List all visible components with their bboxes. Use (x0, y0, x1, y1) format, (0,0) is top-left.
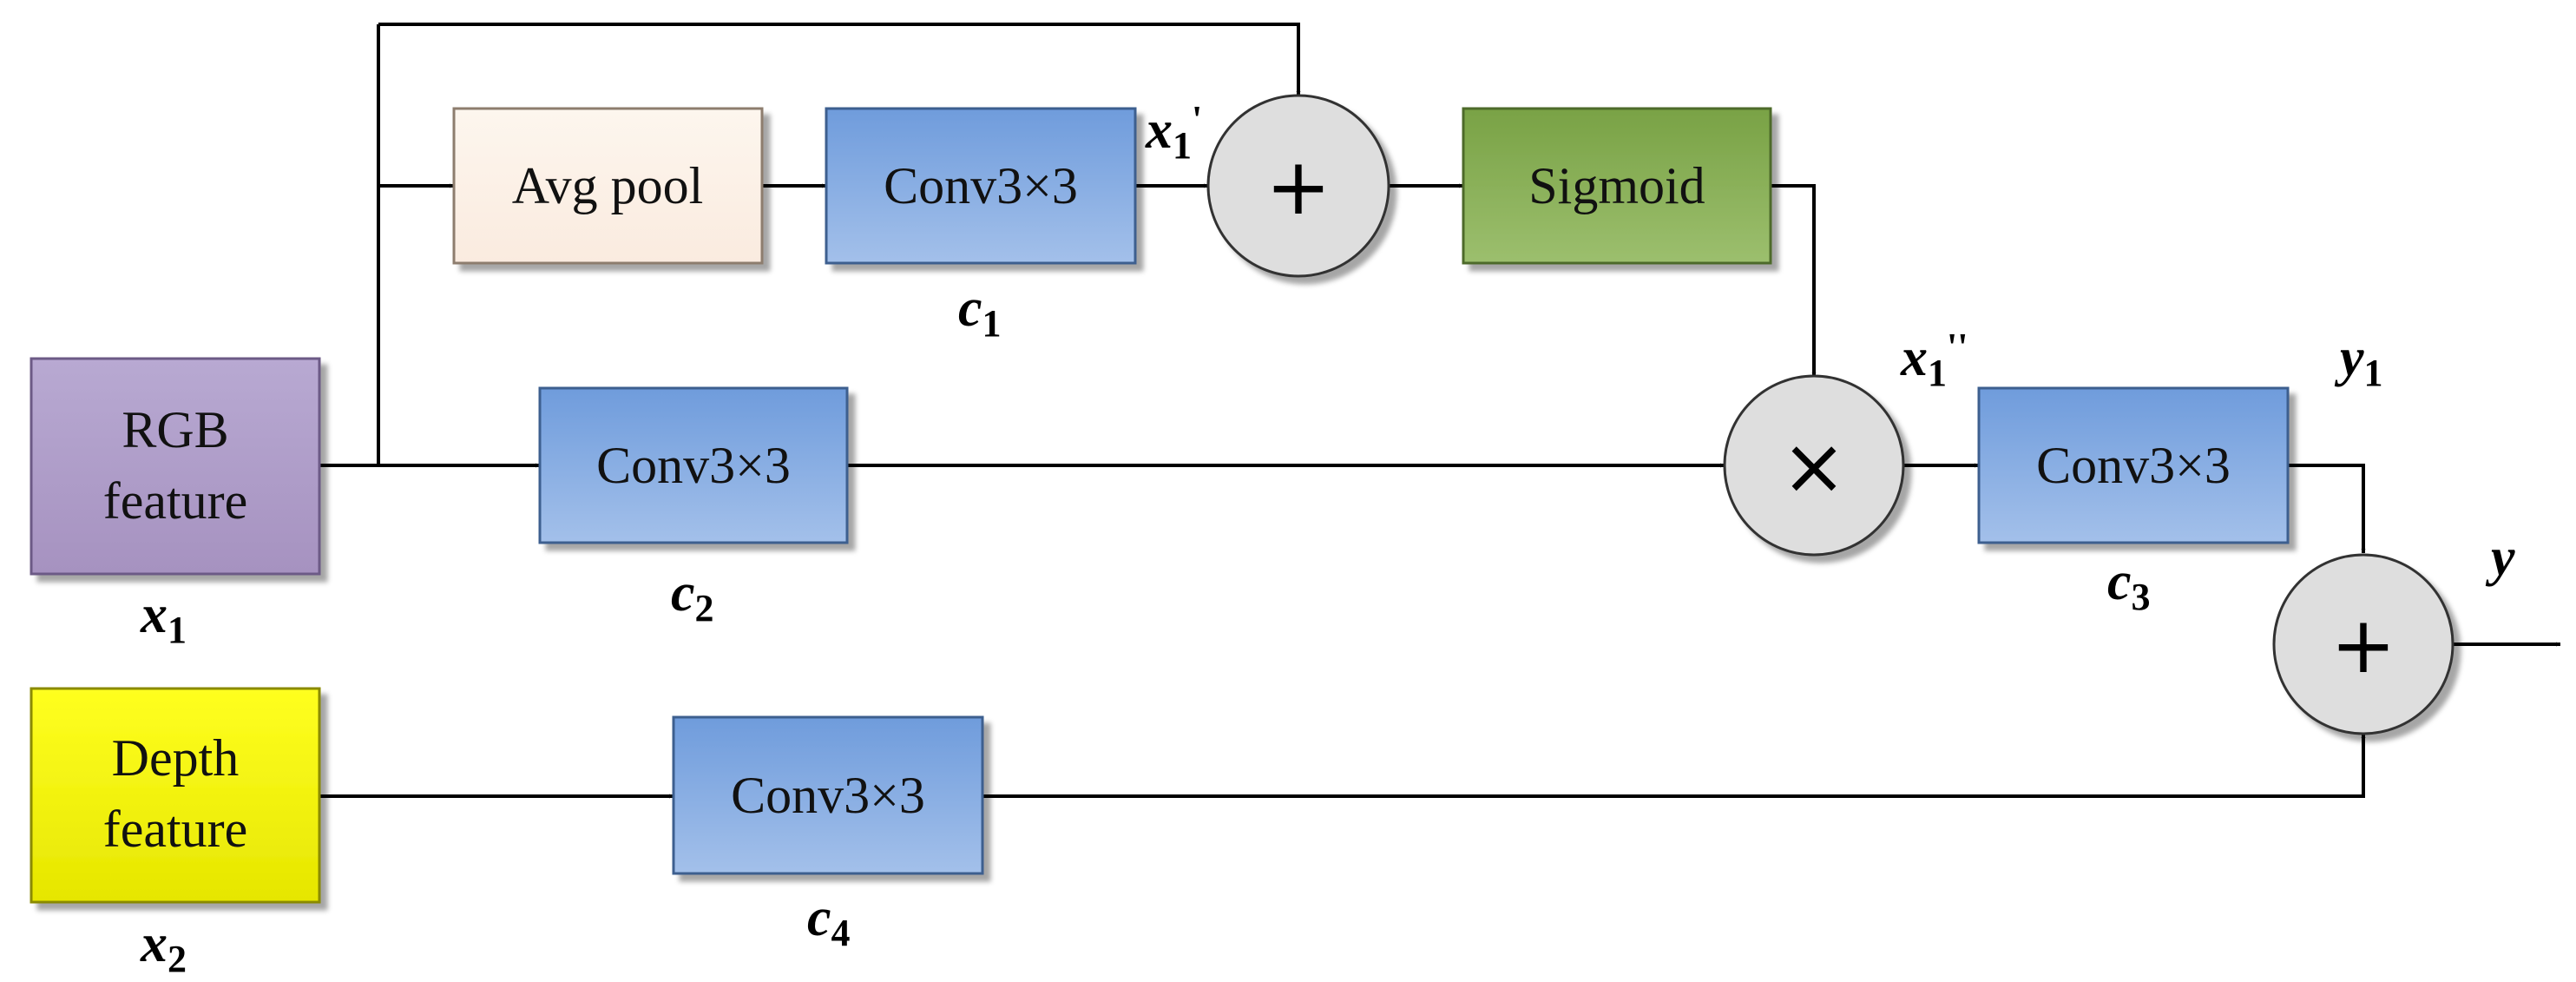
conv-c3-label: Conv3×3 (2036, 437, 2231, 494)
label-y1: y1 (2334, 328, 2383, 394)
sigmoid-block: Sigmoid (1462, 107, 1772, 265)
conv-c3-block: Conv3×3 (1977, 386, 2290, 544)
multiply-icon: × (1781, 421, 1846, 512)
multiply-node: × (1723, 374, 1905, 557)
plus-icon: + (2330, 600, 2395, 691)
label-c1: c1 (958, 279, 1002, 345)
label-c2: c2 (671, 563, 714, 629)
sigmoid-label: Sigmoid (1528, 157, 1705, 214)
conv-c4-block: Conv3×3 (672, 715, 984, 875)
sigmoid-to-multiply-arrow (1771, 184, 1817, 378)
conv-c1-block: Conv3×3 (825, 107, 1137, 265)
label-x1: x1 (140, 585, 187, 651)
rgb-feature-line2: feature (103, 472, 248, 530)
depth-feature-line2: feature (103, 801, 248, 858)
rgb-feature-block: RGB feature (30, 357, 321, 576)
plus-icon: + (1265, 142, 1331, 233)
label-x1-prime: x1' (1145, 98, 1202, 167)
label-x1-double-prime: x1'' (1900, 326, 1968, 394)
label-c4: c4 (807, 888, 851, 954)
conv-c2-block: Conv3×3 (538, 386, 849, 544)
depth-feature-block: Depth feature (30, 687, 321, 904)
conv-c1-label: Conv3×3 (884, 157, 1078, 214)
connections (319, 23, 2561, 799)
avg-pool-label: Avg pool (512, 157, 704, 214)
c3-to-add-arrow (2288, 464, 2366, 554)
conv-c4-label: Conv3×3 (731, 767, 925, 824)
label-y: y (2485, 528, 2515, 587)
rgb-feature-line1: RGB (122, 401, 228, 458)
c4-to-add-arrow (982, 733, 2366, 798)
label-c3: c3 (2107, 552, 2151, 618)
add-node-top: + (1206, 94, 1390, 278)
label-x2: x2 (140, 914, 187, 980)
avg-pool-block: Avg pool (452, 107, 764, 265)
depth-feature-line1: Depth (112, 729, 240, 787)
conv-c2-label: Conv3×3 (596, 437, 791, 494)
skip-to-add-arrow (378, 23, 1301, 96)
add-node-output: + (2272, 553, 2454, 735)
